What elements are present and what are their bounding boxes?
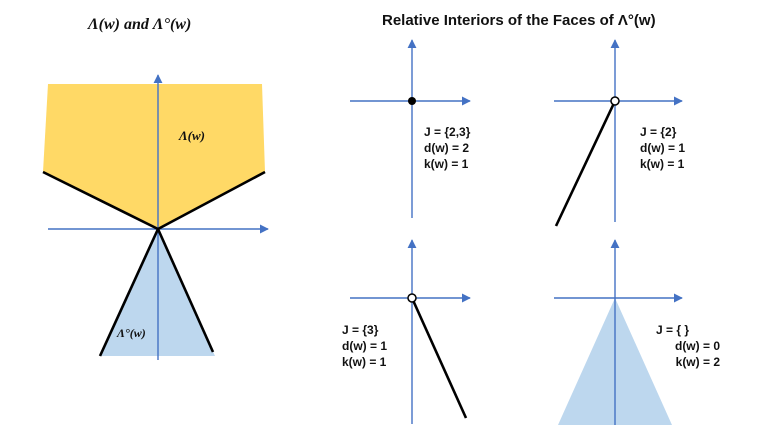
- region-edge-right: [157, 170, 266, 231]
- face-panel-1: [350, 39, 471, 218]
- face3-j: J = {3}: [342, 323, 379, 337]
- face4-k: k(w) = 2: [675, 355, 720, 369]
- face3-open-dot: [407, 293, 417, 303]
- face1-d: d(w) = 2: [424, 141, 470, 155]
- face4-labels: J = { } d(w) = 0 k(w) = 2: [640, 322, 720, 370]
- face2-j: J = {2}: [640, 125, 677, 139]
- lambda-region: [43, 84, 265, 229]
- left-title-text: Λ(w) and Λ°(w): [88, 16, 192, 33]
- face1-k: k(w) = 1: [424, 157, 469, 171]
- cone-edge-left: [98, 228, 160, 357]
- face-panel-3: [350, 239, 471, 424]
- face-panel-2: [554, 39, 683, 227]
- face1-vertex-dot: [408, 97, 416, 105]
- face3-ray: [410, 297, 468, 419]
- face3-d: d(w) = 1: [342, 339, 388, 353]
- face2-d: d(w) = 1: [640, 141, 686, 155]
- left-title: Λ(w) and Λ°(w): [88, 16, 191, 34]
- right-title-text: Relative Interiors of the Faces of Λ°(w): [382, 12, 656, 29]
- face4-j: J = { }: [656, 323, 690, 337]
- face-panel-4: [554, 239, 683, 425]
- region-label: Λ(w): [179, 128, 205, 143]
- cone-label: Λ°(w): [117, 326, 146, 340]
- face1-labels: J = {2,3} d(w) = 2 k(w) = 1: [424, 124, 470, 172]
- face1-j: J = {2,3}: [424, 125, 471, 139]
- face2-labels: J = {2} d(w) = 1 k(w) = 1: [640, 124, 685, 172]
- face2-k: k(w) = 1: [640, 157, 685, 171]
- face2-open-dot: [610, 96, 620, 106]
- face3-k: k(w) = 1: [342, 355, 387, 369]
- right-title: Relative Interiors of the Faces of Λ°(w): [382, 12, 656, 29]
- main-figure: [42, 74, 269, 360]
- face2-ray: [554, 100, 617, 227]
- cone-edge-right: [156, 228, 215, 353]
- region-edge-left: [42, 170, 159, 231]
- face3-labels: J = {3} d(w) = 1 k(w) = 1: [342, 322, 387, 370]
- face4-d: d(w) = 0: [674, 339, 720, 353]
